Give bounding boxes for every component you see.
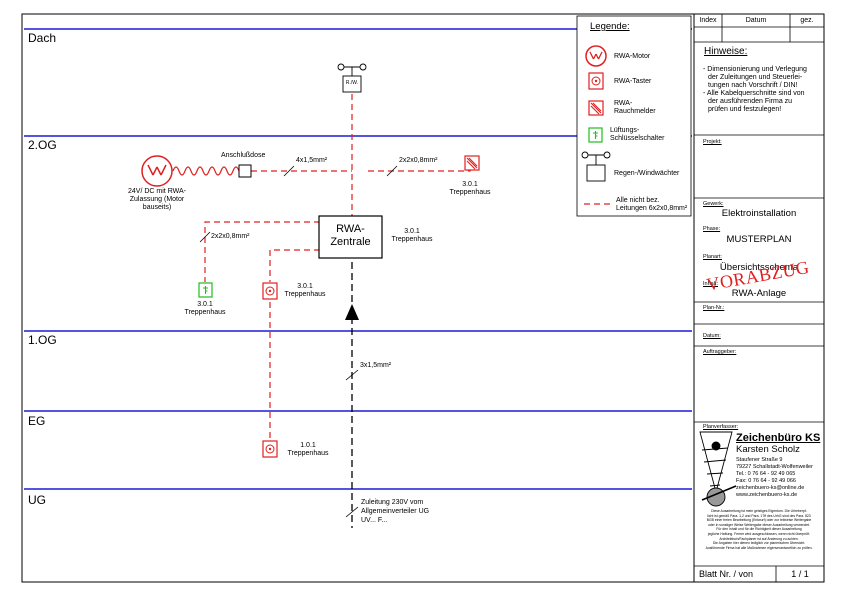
floor-label-dach: Dach xyxy=(28,31,57,45)
blatt-label: Blatt Nr. / von xyxy=(699,569,754,579)
disclaimer-line: Ausführende Firma hat alle Maßnahmen eig… xyxy=(705,545,813,550)
legend-label-regen-windwaechter: Regen-/Windwächter xyxy=(614,170,680,177)
legend-rwa-taster-icon xyxy=(588,72,604,90)
plan-nr-label: Plan-Nr.: xyxy=(703,305,725,311)
disclaimer-line: BGB einer freien Bearbeitung (Entwurf) o… xyxy=(706,518,812,523)
hinweise-line: - Dimensionierung und Verlegung xyxy=(703,66,807,73)
schluesselschalter-icon xyxy=(198,282,213,298)
blatt-value: 1 / 1 xyxy=(791,569,809,579)
hinweise-title: Hinweise: xyxy=(704,46,748,57)
rauchmelder-area: Treppenhaus xyxy=(449,189,491,196)
phase-label: Phase: xyxy=(703,226,721,232)
legend-label-rauchmelder: RWA-Rauchmelder xyxy=(614,100,656,116)
gewerk-value: Elektroinstallation xyxy=(721,208,797,219)
floor-label-eg: EG xyxy=(28,414,46,428)
motor-cable xyxy=(172,166,240,176)
header-datum: Datum xyxy=(745,17,767,24)
company-fax: Fax: 0 76 64 - 92 49 066 xyxy=(736,478,796,484)
header-gez: gez. xyxy=(800,17,814,24)
schluesselschalter-location: 3.0.1 xyxy=(197,301,213,308)
legend-label-rwa-motor: RWA-Motor xyxy=(614,53,651,60)
legend-label-rwa-taster: RWA-Taster xyxy=(614,78,652,85)
legend-regen-windwaechter-icon xyxy=(581,151,611,182)
legend-label-dashed-line: Alle nicht bez. Leitungen 6x2x0,8mm² xyxy=(616,197,688,213)
regen-windwaechter-sensor xyxy=(337,63,367,93)
planart-label: Planart: xyxy=(703,254,722,260)
disclaimer-line: oder in sonstiger Weise Weitergabe diese… xyxy=(707,522,811,527)
rauchmelder-icon xyxy=(464,155,480,171)
projekt-label: Projekt: xyxy=(703,139,722,145)
rauchmelder-location: 3.0.1 xyxy=(462,181,478,188)
inhalt-value: RWA-Anlage xyxy=(731,288,787,299)
header-index: Index xyxy=(699,17,717,24)
rwa-zentrale-box xyxy=(318,215,383,259)
hinweise-line: der ausführenden Firma zu xyxy=(708,98,793,105)
hinweise-line: tungen nach Vorschrift / DIN! xyxy=(708,82,798,89)
cable-label-3x15: 3x1,5mm² xyxy=(360,362,392,369)
zentrale-area: Treppenhaus xyxy=(391,236,433,243)
company-phone: Tel.: 0 76 64 - 92 49 065 xyxy=(736,471,796,477)
taster-301-location: 3.0.1 xyxy=(297,283,313,290)
taster-101-area: Treppenhaus xyxy=(287,450,329,457)
company-city: 79227 Schallstadt-Wolfenweiler xyxy=(736,464,813,470)
legend-schluesselschalter-icon xyxy=(588,127,603,143)
cable-label-2x2x08-upper: 2x2x0,8mm² xyxy=(399,157,438,164)
supply-note: Zuleitung 230V vom Allgemeinverteiler UG… xyxy=(361,499,430,524)
taster-301-area: Treppenhaus xyxy=(284,291,326,298)
legend-title: Legende: xyxy=(590,21,630,32)
disclaimer-line: Für den Inhalt und für die Richtigkeit d… xyxy=(716,527,802,532)
hinweise-line: der Zuleitungen und Steuerlei- xyxy=(708,74,803,81)
disclaimer: Diese Ausarbeitung ist mein geistiges Ei… xyxy=(697,509,821,550)
anschlussdose-box xyxy=(238,164,252,178)
company-logo xyxy=(699,431,737,507)
auftraggeber-label: Auftraggeber: xyxy=(703,349,737,355)
anschlussdose-label: Anschlußdose xyxy=(221,152,266,159)
hinweise-line: prüfen und festzulegen! xyxy=(708,106,782,113)
disclaimer-line: Architektisch/Fachplaner ist auf Änderun… xyxy=(719,536,799,541)
riser-arrow xyxy=(345,304,359,320)
control-cables xyxy=(204,84,471,440)
planverfasser-label: Planverfasser: xyxy=(703,424,739,430)
rwa-zentrale-label: RWA-Zentrale xyxy=(330,223,371,249)
rwa-motor-icon xyxy=(141,155,173,187)
motor-note: 24V/ DC mit RWA-Zulassung (Motor bauseit… xyxy=(128,188,186,212)
floor-label-1og: 1.OG xyxy=(28,333,57,347)
datum-label: Datum: xyxy=(703,333,721,339)
phase-value: MUSTERPLAN xyxy=(726,234,792,245)
company-person: Karsten Scholz xyxy=(736,444,800,455)
legend-rauchmelder-icon xyxy=(588,100,604,116)
floor-label-ug: UG xyxy=(28,493,46,507)
inhalt-label: Inhalt: xyxy=(703,281,718,287)
cable-label-2x2x08-left: 2x2x0,8mm² xyxy=(211,233,250,240)
legend-rwa-motor-icon xyxy=(585,45,607,67)
cable-label-4x15: 4x1,5mm² xyxy=(296,157,328,164)
hinweise-line: - Alle Kabelquerschnitte sind von xyxy=(703,90,805,97)
regen-windwaechter-symbol: R./W. xyxy=(345,80,359,86)
taster-101-location: 1.0.1 xyxy=(300,442,316,449)
legend-label-schluesselschalter: Lüftungs-Schlüsselschalter xyxy=(610,127,665,143)
disclaimer-line: Diese Ausarbeitung ist mein geistiges Ei… xyxy=(711,509,807,513)
gewerk-label: Gewerk: xyxy=(703,201,724,207)
zentrale-location: 3.0.1 xyxy=(404,228,420,235)
planart-value: Übersichtsschema xyxy=(719,262,799,273)
company-email: zeichenbuero-ks@online.de xyxy=(736,485,805,491)
disclaimer-line: Die Angaben hier dienen lediglich zur pl… xyxy=(712,541,806,546)
floor-label-2og: 2.OG xyxy=(28,138,57,152)
disclaimer-line: licht ist gemäß Para. 1,2 und Para. 17ff… xyxy=(707,513,811,518)
company-website: www.zeichenbuero-ks.de xyxy=(736,492,798,498)
schluesselschalter-area: Treppenhaus xyxy=(184,309,226,316)
disclaimer-line: jegliche Haftung. Ferner wird ausgeschlo… xyxy=(707,531,811,536)
rwa-taster-icon xyxy=(262,282,278,300)
rwa-taster-icon xyxy=(262,440,278,458)
company-street: Staufener Straße 9 xyxy=(736,457,783,463)
company-name: Zeichenbüro KS xyxy=(736,432,821,444)
